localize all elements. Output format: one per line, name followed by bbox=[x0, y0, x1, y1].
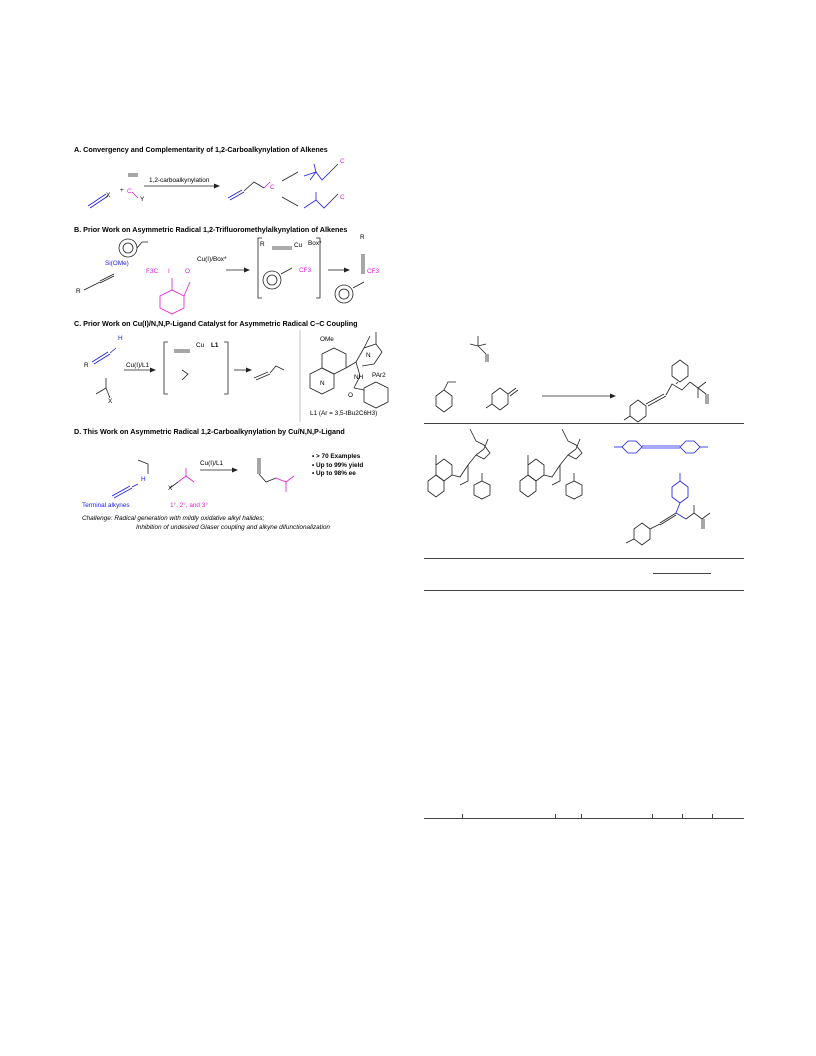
intermediate-cf3-label: CF3 bbox=[299, 267, 312, 274]
product-top-c-label: C bbox=[340, 158, 345, 165]
ligand-o-label: O bbox=[348, 392, 353, 399]
panel-c-title: C. Prior Work on Cu(I)/N,N,P-Ligand Cata… bbox=[74, 319, 358, 328]
panel-d-x-label: X bbox=[168, 485, 173, 492]
panel-b-r-label: R bbox=[76, 288, 81, 295]
terminal-alkynes-label: Terminal alkynes bbox=[82, 502, 130, 509]
label-x: X bbox=[106, 192, 111, 199]
ligand-par2-label: PAr2 bbox=[372, 372, 386, 379]
panel-c-arrow-label: Cu(I)/L1 bbox=[126, 362, 150, 369]
complex-cu-label: Cu bbox=[294, 242, 303, 249]
panel-c-r-label: R bbox=[84, 362, 89, 369]
panel-c-h-label: H bbox=[118, 335, 123, 342]
ligand-nh-label: NH bbox=[354, 374, 364, 381]
panel-c-cu-label: Cu bbox=[196, 342, 205, 349]
panel-b-title: B. Prior Work on Asymmetric Radical 1,2-… bbox=[74, 225, 348, 234]
panel-a-arrow-label: 1,2-carboalkynylation bbox=[149, 177, 210, 184]
table-subheader-rule bbox=[424, 590, 744, 591]
column-tick-4 bbox=[652, 814, 653, 818]
panel-d-arrow-label: Cu(I)/L1 bbox=[200, 460, 224, 467]
silane-label: Si(OMe) bbox=[105, 260, 129, 267]
table-bottom-rule bbox=[424, 818, 744, 819]
right-reaction-scheme bbox=[435, 336, 709, 423]
togni-i-label: I bbox=[168, 268, 170, 275]
table-header-rule bbox=[424, 558, 744, 559]
ligand-n-label: N bbox=[366, 352, 371, 359]
table-span-rule bbox=[653, 573, 711, 574]
label-plus: + bbox=[120, 187, 124, 194]
panel-c-l1-label: L1 bbox=[211, 342, 219, 349]
ligand-ome-label: OMe bbox=[320, 336, 334, 343]
challenge-text: Challenge: Radical generation with mildl… bbox=[82, 515, 264, 522]
ligand-caption: L1 (Ar = 3,5-tBu2C6H3) bbox=[310, 410, 378, 417]
togni-o-label: O bbox=[185, 268, 190, 275]
challenge-label: Challenge: bbox=[82, 515, 113, 522]
highlights-list: • > 70 Examples • Up to 99% yield • Up t… bbox=[312, 453, 363, 479]
challenge-line-2: Inhibition of undesired Glaser coupling … bbox=[136, 524, 330, 531]
togni-f3c-label: F3C bbox=[146, 268, 159, 275]
panel-b-scheme bbox=[83, 237, 365, 315]
product-bottom-c-label: C bbox=[340, 194, 345, 201]
table-top-rule bbox=[424, 423, 744, 424]
complex-r-label: R bbox=[260, 241, 265, 248]
ligand-and-byproduct-structures bbox=[427, 428, 711, 546]
panel-a-title: A. Convergency and Complementarity of 1,… bbox=[74, 145, 328, 154]
column-tick-5 bbox=[682, 814, 683, 818]
ligand-quinoline-n-label: N bbox=[320, 380, 325, 387]
product-r-label: R bbox=[360, 234, 365, 241]
complex-box-label: Box* bbox=[308, 240, 322, 247]
label-c: C bbox=[127, 188, 132, 195]
product-cf3-label: CF3 bbox=[367, 268, 380, 275]
highlight-examples: • > 70 Examples bbox=[312, 453, 361, 460]
panel-a-scheme bbox=[87, 163, 339, 209]
challenge-line-1: Radical generation with mildly oxidative… bbox=[114, 515, 265, 522]
column-tick-1 bbox=[462, 814, 463, 818]
column-tick-3 bbox=[581, 814, 582, 818]
product-c-label: C bbox=[270, 184, 275, 191]
column-tick-6 bbox=[712, 814, 713, 818]
panel-d-title: D. This Work on Asymmetric Radical 1,2-C… bbox=[74, 427, 345, 436]
panel-d-scheme bbox=[111, 458, 295, 499]
panel-c-x-label: X bbox=[108, 398, 113, 405]
highlight-ee: • Up to 98% ee bbox=[312, 470, 356, 477]
label-y: Y bbox=[140, 196, 145, 203]
panel-c-scheme bbox=[91, 330, 389, 422]
column-tick-2 bbox=[555, 814, 556, 818]
degree-label: 1°, 2°, and 3° bbox=[170, 502, 208, 509]
panel-b-arrow-label: Cu(I)/Box* bbox=[197, 256, 227, 263]
panel-d-h-label: H bbox=[141, 476, 146, 483]
highlight-yield: • Up to 99% yield bbox=[312, 461, 364, 469]
